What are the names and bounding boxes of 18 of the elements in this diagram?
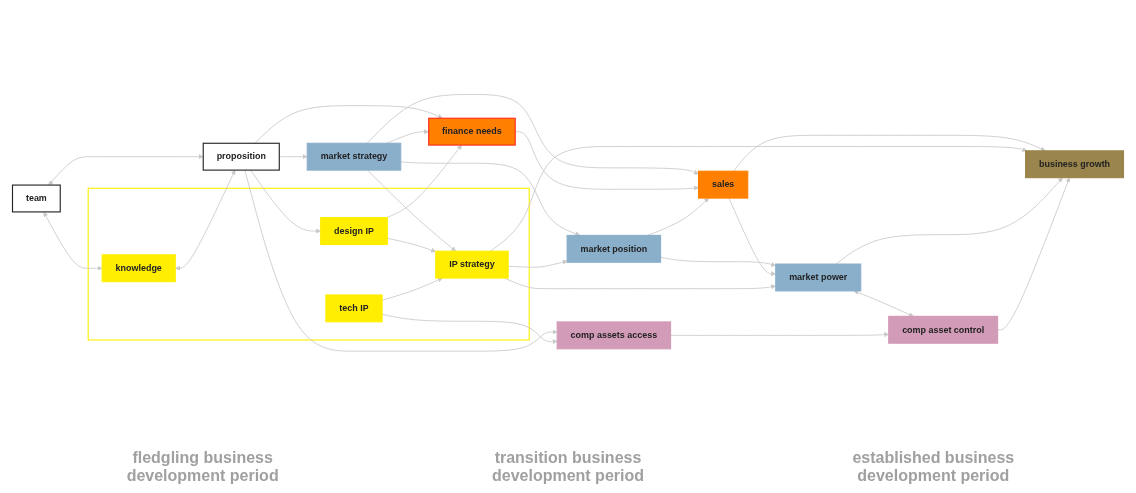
node-box: market power bbox=[775, 263, 862, 292]
node-box: IP strategy bbox=[435, 250, 509, 279]
period-label: fledgling business development period bbox=[125, 449, 280, 485]
node-box: tech IP bbox=[325, 294, 383, 323]
node-box: finance needs bbox=[428, 117, 516, 146]
period-label: transition business development period bbox=[490, 449, 645, 485]
node-box: market strategy bbox=[306, 142, 402, 171]
node-box: business growth bbox=[1025, 149, 1125, 178]
period-label: established business development period bbox=[851, 449, 1016, 485]
node-box: team bbox=[11, 184, 61, 213]
node-box: market position bbox=[566, 234, 662, 263]
node-box: knowledge bbox=[101, 253, 176, 282]
node-box: design IP bbox=[320, 216, 388, 245]
node-box: comp asset control bbox=[888, 315, 999, 344]
node-box: comp assets access bbox=[556, 321, 672, 349]
cluster bbox=[87, 187, 530, 341]
node-box: proposition bbox=[202, 142, 280, 171]
node-box: sales bbox=[697, 170, 749, 199]
